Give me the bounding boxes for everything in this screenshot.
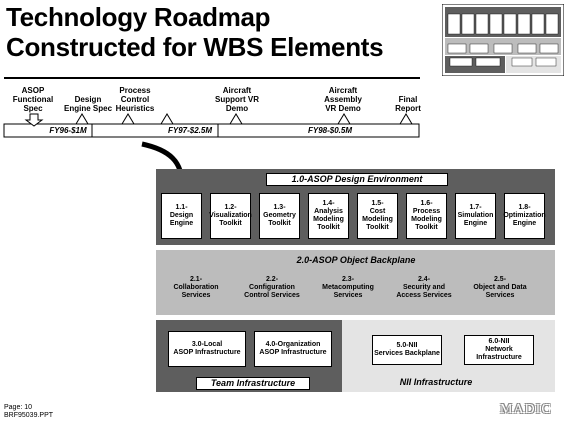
funding-fy98: FY98-$0.5M [307, 126, 353, 135]
milestone-label: Design Engine Spec [64, 95, 113, 113]
footer: Page: 10 BRF95039.PPT [4, 404, 53, 420]
design-env-item-number: 1.3- [273, 204, 286, 211]
funding-fy97: FY97-$2.5M [167, 126, 213, 135]
milestone-label: Final Report [395, 95, 421, 113]
triangle-marker-icon [229, 113, 243, 125]
backplane-item: 2.4-Security and Access Services [390, 272, 458, 304]
triangle-marker-icon [337, 113, 351, 125]
design-env-item-number: 1.4- [322, 200, 335, 207]
backplane-item-name: Configuration Control Services [244, 284, 300, 299]
backplane-item-number: 2.4- [417, 276, 431, 283]
backplane-item-number: 2.5- [493, 276, 507, 283]
design-env-item-number: 1.1- [175, 204, 188, 211]
design-env-item: 1.1-Design Engine [161, 193, 202, 239]
backplane-item: 2.1-Collaboration Services [162, 272, 230, 304]
page-title: Technology Roadmap Constructed for WBS E… [6, 2, 384, 62]
backplane-item-number: 2.1- [189, 276, 203, 283]
backplane-item: 2.5-Object and Data Services [466, 272, 534, 304]
backplane-item-name: Security and Access Services [396, 284, 452, 299]
design-env-item: 1.4-Analysis Modeling Toolkit [308, 193, 349, 239]
infra-box-6-0: 6.0-NII Network Infrastructure [464, 335, 534, 365]
madic-logo: MADIC [500, 402, 552, 417]
backplane-item-number: 2.3- [341, 276, 355, 283]
design-env-item-number: 1.7- [469, 204, 482, 211]
backplane-item: 2.3-Metacomputing Services [314, 272, 382, 304]
object-backplane-header: 2.0-ASOP Object Backplane [296, 255, 416, 265]
timeline-graphics [3, 77, 420, 170]
design-env-item: 1.5-Cost Modeling Toolkit [357, 193, 398, 239]
design-env-item-name: Analysis Modeling Toolkit [313, 208, 344, 231]
funding-fy96: FY96-$1M [49, 126, 87, 135]
page-number: Page: 10 [4, 404, 33, 411]
design-env-item-name: Simulation Engine [457, 212, 494, 227]
design-env-item-number: 1.8- [518, 204, 531, 211]
design-env-item-number: 1.6- [420, 200, 433, 207]
backplane-item-name: Collaboration Services [173, 284, 219, 299]
design-env-item-number: 1.2- [224, 204, 237, 211]
design-env-item: 1.8-Optimization Engine [503, 193, 546, 239]
infra-box-3-0: 3.0-Local ASOP Infrastructure [168, 331, 246, 367]
design-env-item-name: Visualization Toolkit [209, 212, 252, 227]
title-line-1: Technology Roadmap [6, 2, 271, 32]
milestone-label: ASOP Functional Spec [12, 86, 54, 113]
design-env-item-name: Optimization Engine [503, 212, 546, 227]
design-environment-header: 1.0-ASOP Design Environment [266, 173, 448, 186]
architecture-thumbnail [442, 4, 564, 76]
milestone-label: Aircraft Support VR Demo [215, 86, 259, 113]
triangle-marker-icon [75, 113, 89, 125]
design-env-item: 1.2-Visualization Toolkit [209, 193, 252, 239]
design-env-item-name: Process Modeling Toolkit [411, 208, 442, 231]
title-line-2: Constructed for WBS Elements [6, 32, 384, 62]
down-arrow-icon [24, 113, 44, 127]
team-infrastructure-label: Team Infrastructure [196, 377, 310, 390]
milestone-label: Aircraft Assembly VR Demo [324, 86, 362, 113]
timeline: ASOP Functional Spec Design Engine Spec … [0, 0, 569, 170]
file-name: BRF95039.PPT [4, 412, 54, 419]
backplane-item-name: Object and Data Services [473, 284, 527, 299]
infra-box-5-0: 5.0-NII Services Backplane [372, 335, 442, 365]
triangle-marker-icon [121, 113, 135, 125]
triangle-marker-icon [399, 113, 413, 125]
curved-arrow [141, 141, 183, 170]
nii-infrastructure-label: NII Infrastructure [399, 377, 473, 387]
design-env-item-name: Cost Modeling Toolkit [362, 208, 393, 231]
design-env-item: 1.7-Simulation Engine [455, 193, 496, 239]
design-env-item-name: Geometry Toolkit [263, 212, 296, 227]
backplane-item-name: Metacomputing Services [322, 284, 374, 299]
design-env-item-number: 1.5- [371, 200, 384, 207]
infra-box-4-0: 4.0-Organization ASOP Infrastructure [254, 331, 332, 367]
design-env-item: 1.3-Geometry Toolkit [259, 193, 300, 239]
backplane-item: 2.2-Configuration Control Services [238, 272, 306, 304]
design-env-item: 1.6-Process Modeling Toolkit [406, 193, 447, 239]
milestone-label: Process Control Heuristics [115, 86, 155, 113]
triangle-marker-icon [160, 113, 174, 125]
backplane-item-number: 2.2- [265, 276, 279, 283]
design-env-item-name: Design Engine [169, 212, 194, 227]
